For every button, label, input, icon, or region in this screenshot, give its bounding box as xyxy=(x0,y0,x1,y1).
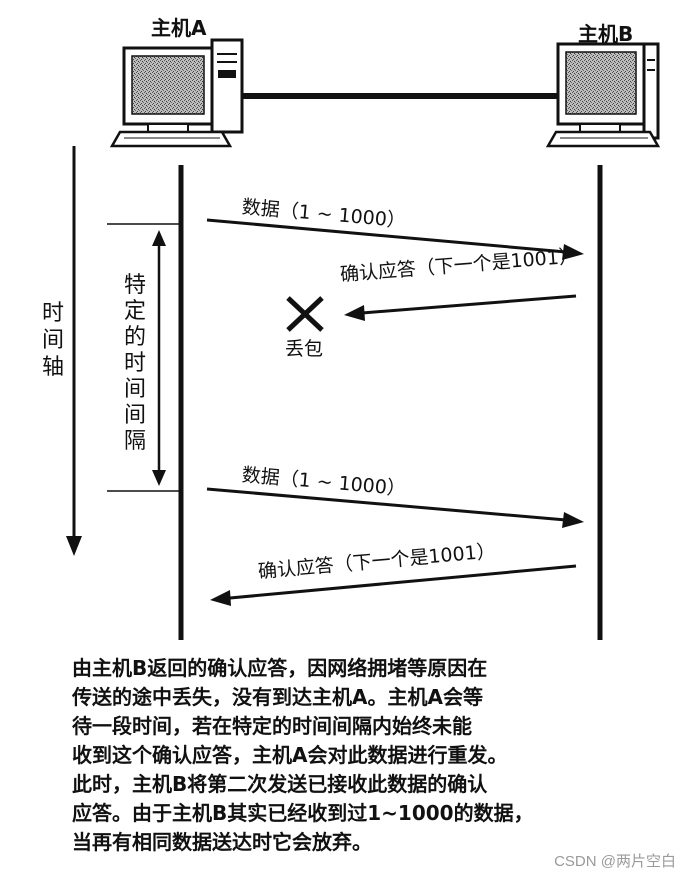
interval-arrow-down-head xyxy=(152,470,166,486)
host-a-label: 主机A xyxy=(151,16,207,40)
interval-label: 特定的时间间隔 xyxy=(123,273,147,455)
caption-line: 待一段时间，若在特定的时间间隔内始终未能 xyxy=(72,714,472,738)
caption: 由主机B返回的确认应答，因网络拥堵等原因在 传送的途中丢失，没有到达主机A。主机… xyxy=(72,654,672,857)
ack-2-arrowhead xyxy=(210,590,231,606)
ack-2-arrow xyxy=(229,564,577,600)
interval-arrow-up-head xyxy=(152,230,166,246)
data-2-arrowhead xyxy=(562,512,584,528)
ack-1-arrowhead xyxy=(344,305,365,321)
ack-1-arrow xyxy=(361,294,577,315)
data-1-arrowhead xyxy=(562,244,584,260)
packet-loss-label: 丢包 xyxy=(285,338,324,360)
data-1-arrow xyxy=(206,218,567,254)
computer-b-icon xyxy=(545,42,661,148)
cross-icon xyxy=(286,296,324,332)
caption-line: 传送的途中丢失，没有到达主机A。主机A会等 xyxy=(72,685,483,709)
caption-line: 此时，主机B将第二次发送已接收此数据的确认 xyxy=(72,772,488,796)
watermark: CSDN @两片空白 xyxy=(554,853,676,870)
caption-line: 当再有相同数据送达时它会放弃。 xyxy=(72,830,372,854)
caption-line: 由主机B返回的确认应答，因网络拥堵等原因在 xyxy=(72,656,488,680)
data-2-arrow xyxy=(206,487,567,522)
caption-line: 收到这个确认应答，主机A会对此数据进行重发。 xyxy=(72,743,508,767)
host-b-label: 主机B xyxy=(578,22,634,46)
time-axis-arrowhead xyxy=(66,536,82,556)
time-axis-label: 时间轴 xyxy=(41,301,64,380)
computer-a-icon xyxy=(109,38,244,148)
caption-line: 应答。由于主机B其实已经收到过1~1000的数据， xyxy=(72,801,534,825)
